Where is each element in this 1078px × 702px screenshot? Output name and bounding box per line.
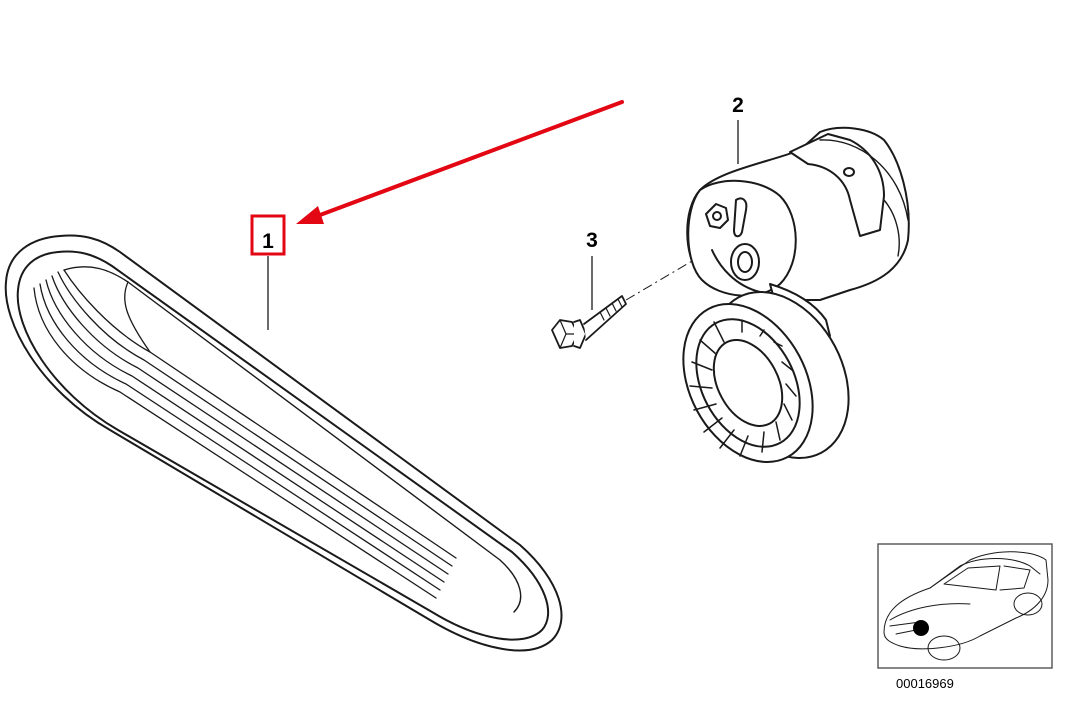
part-label-1[interactable]: 1 (262, 230, 274, 253)
part-label-3[interactable]: 3 (586, 229, 598, 252)
car-location-thumbnail (877, 543, 1053, 669)
location-marker-icon (913, 620, 929, 636)
highlight-arrow (296, 100, 624, 224)
highlight-box (250, 214, 286, 256)
bolt-drawing[interactable] (551, 295, 627, 349)
part-label-2[interactable]: 2 (732, 94, 744, 117)
pulley-drawing[interactable] (657, 268, 876, 484)
belt-drawing[interactable] (4, 234, 563, 652)
diagram-code: 00016969 (896, 676, 954, 691)
tensioner-drawing[interactable] (686, 126, 910, 337)
